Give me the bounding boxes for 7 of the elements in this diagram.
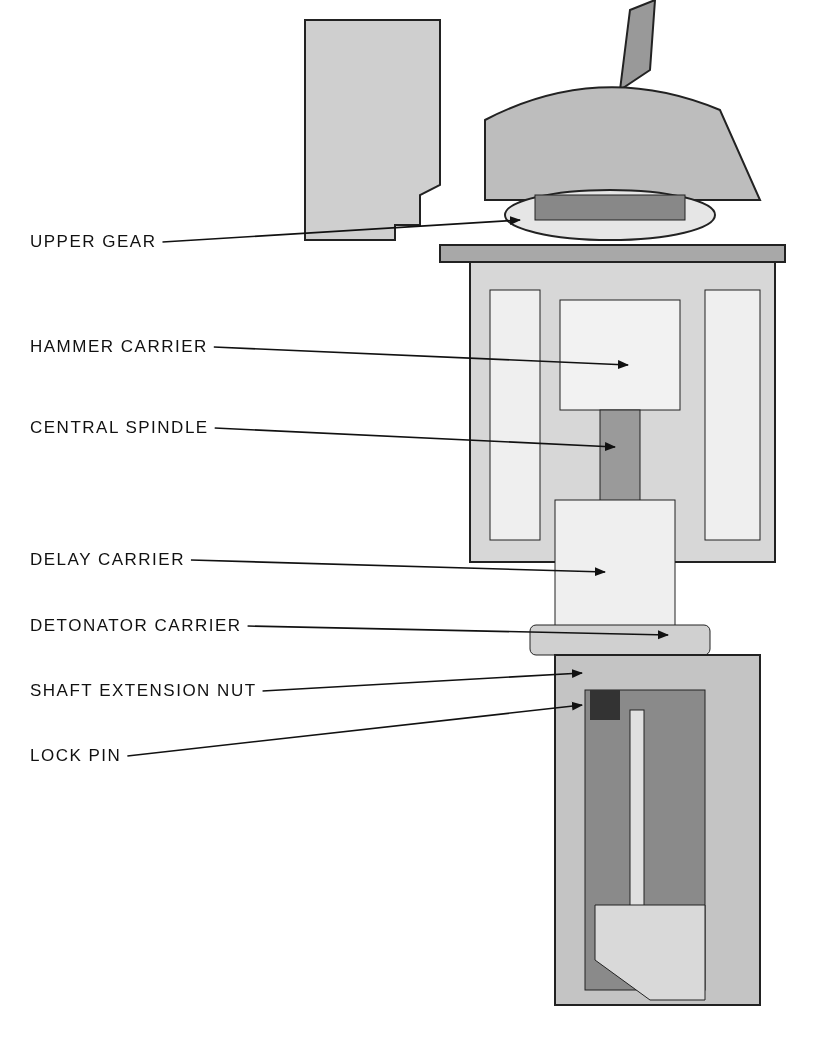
leader-line (213, 427, 617, 451)
leader-line (246, 625, 670, 640)
leader-line (161, 216, 522, 243)
leader-line (213, 346, 630, 370)
leader-line (190, 559, 607, 577)
leader-line (261, 669, 584, 692)
leader-line (126, 701, 584, 757)
